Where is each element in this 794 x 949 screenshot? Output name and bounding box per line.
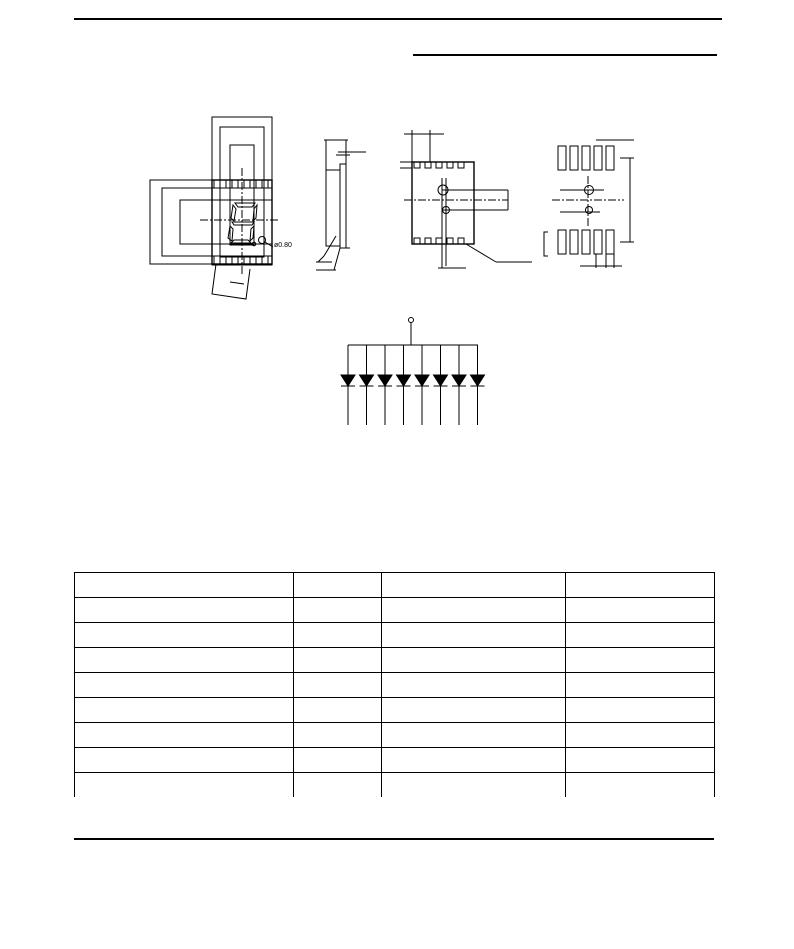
table-cell <box>565 572 715 598</box>
front-view-drawing <box>149 116 280 300</box>
table-cell <box>293 597 382 623</box>
table-row <box>74 772 715 797</box>
diode-symbol <box>469 345 486 425</box>
table-cell <box>381 647 566 673</box>
table-cell <box>293 772 382 797</box>
diode-symbol <box>451 345 467 425</box>
diode-array <box>340 345 486 425</box>
table-row <box>74 597 715 623</box>
table-cell <box>381 772 566 797</box>
table-cell <box>74 722 294 748</box>
heading-underline <box>413 54 717 56</box>
table-row <box>74 747 715 773</box>
circuit-diagram <box>348 317 478 346</box>
table-cell <box>565 772 715 797</box>
pcb-layout-drawing <box>543 139 634 268</box>
table-row <box>74 647 715 673</box>
bottom-rule <box>74 838 714 840</box>
top-rule <box>74 18 722 20</box>
table-cell <box>74 697 294 723</box>
table-cell <box>565 647 715 673</box>
table-cell <box>565 622 715 648</box>
table-cell <box>565 597 715 623</box>
table-cell <box>381 747 566 773</box>
table-cell <box>565 672 715 698</box>
table-cell <box>293 572 382 598</box>
diode-symbol <box>414 345 430 425</box>
table-cell <box>381 597 566 623</box>
table-cell <box>565 722 715 748</box>
table-cell <box>74 672 294 698</box>
spec-table <box>74 572 715 797</box>
table-row <box>74 622 715 648</box>
table-row <box>74 722 715 748</box>
table-cell <box>74 747 294 773</box>
table-cell <box>293 672 382 698</box>
table-cell <box>74 647 294 673</box>
rear-view-drawing <box>400 130 532 269</box>
diode-symbol <box>358 345 375 425</box>
table-cell <box>381 622 566 648</box>
diode-symbol <box>340 345 356 425</box>
table-cell <box>293 747 382 773</box>
table-cell <box>381 672 566 698</box>
spec-table-container <box>74 572 715 797</box>
table-cell <box>293 647 382 673</box>
diode-symbol <box>377 345 393 425</box>
table-row <box>74 572 715 598</box>
table-cell <box>74 572 294 598</box>
table-cell <box>74 772 294 797</box>
side-view-drawing <box>316 139 366 271</box>
table-cell <box>381 722 566 748</box>
table-cell <box>74 622 294 648</box>
table-cell <box>293 697 382 723</box>
table-cell <box>381 697 566 723</box>
table-cell <box>293 722 382 748</box>
table-cell <box>293 622 382 648</box>
package-drawings: ø0.80 <box>149 116 634 425</box>
table-cell <box>381 572 566 598</box>
table-cell <box>565 697 715 723</box>
table-row <box>74 672 715 698</box>
table-cell <box>565 747 715 773</box>
diode-symbol <box>395 345 412 425</box>
hole-diameter-label: ø0.80 <box>274 242 292 249</box>
table-cell <box>74 597 294 623</box>
diode-symbol <box>432 345 449 425</box>
table-row <box>74 697 715 723</box>
